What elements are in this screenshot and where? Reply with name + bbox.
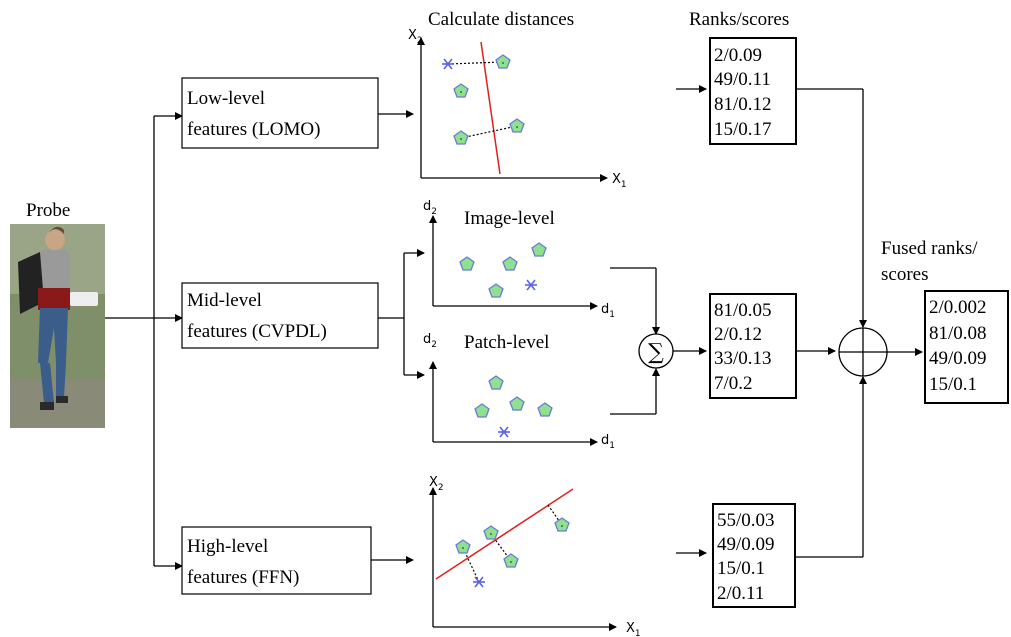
y-axis-label: d2: [423, 199, 437, 217]
rank-entry: 2/0.09: [714, 45, 762, 66]
gallery-sample-icon: [459, 256, 475, 271]
rank-entry: 49/0.11: [714, 69, 771, 90]
gallery-sample-icon: [455, 539, 471, 554]
gallery-sample-icon: [488, 283, 504, 298]
gallery-sample-icon: [537, 402, 553, 417]
y-axis-label: d2: [423, 332, 437, 350]
rank-entry: 15/0.1: [929, 374, 977, 395]
probe-image: [10, 224, 105, 428]
gallery-sample-icon: [488, 375, 504, 390]
gallery-sample-icon: [503, 553, 519, 568]
gallery-sample-icon: [495, 54, 511, 69]
mid-level-features-box: Mid-level features (CVPDL): [181, 282, 379, 349]
low-level-line1: Low-level: [187, 88, 265, 109]
patch-level-plot: d2 d1 Patch-level: [423, 332, 615, 451]
gallery-sample-icon: [453, 130, 469, 145]
calculate-distances-header: Calculate distances: [428, 9, 574, 30]
distance-link: [460, 125, 518, 139]
rank-entry: 49/0.09: [717, 534, 775, 555]
rank-entry: 81/0.08: [929, 323, 987, 344]
high-level-line2: features (FFN): [187, 567, 299, 588]
mid-level-rank-list: 81/0.05 2/0.12 33/0.13 7/0.2: [709, 293, 797, 399]
rank-entry: 7/0.2: [714, 373, 753, 394]
rank-entry: 2/0.12: [714, 324, 762, 345]
y-axis-label: X2: [408, 28, 423, 46]
x-axis-label: X1: [612, 172, 627, 190]
separating-line: [480, 41, 501, 175]
sum-node: ∑: [638, 333, 674, 369]
mid-level-line1: Mid-level: [187, 290, 262, 311]
mid-level-line2: features (CVPDL): [187, 321, 327, 342]
high-level-distance-plot: X2 X1: [429, 475, 641, 637]
gallery-sample-icon: [474, 403, 490, 418]
low-level-rank-list: 2/0.09 49/0.11 81/0.12 15/0.17: [709, 37, 797, 145]
image-level-plot: d2 d1 Image-level: [423, 199, 615, 320]
gallery-sample-icon: [483, 525, 499, 540]
gallery-sample-icon: [502, 256, 518, 271]
probe-star-icon: [525, 279, 537, 291]
low-level-features-box: Low-level features (LOMO): [181, 77, 379, 149]
high-level-features-box: High-level features (FFN): [181, 526, 372, 595]
rank-entry: 55/0.03: [717, 510, 775, 531]
probe-star-icon: [498, 426, 510, 438]
rank-entry: 81/0.05: [714, 300, 772, 321]
rank-entry: 81/0.12: [714, 94, 772, 115]
low-level-distance-plot: X2 X1: [408, 28, 627, 190]
x-axis-label: d1: [601, 302, 615, 320]
y-axis-label: X2: [429, 475, 444, 493]
sum-symbol: ∑: [648, 340, 664, 365]
rank-entry: 33/0.13: [714, 348, 772, 369]
ranks-header: Ranks/scores: [689, 9, 789, 30]
fusion-node: [838, 327, 888, 377]
rank-entry: 2/0.002: [929, 297, 987, 318]
separating-line: [435, 488, 574, 580]
probe-star-icon: [473, 576, 485, 588]
x-axis-label: d1: [601, 433, 615, 451]
probe-label: Probe: [26, 200, 70, 221]
rank-entry: 15/0.17: [714, 119, 772, 140]
gallery-sample-icon: [531, 242, 547, 257]
fused-rank-list: 2/0.002 81/0.08 49/0.09 15/0.1: [924, 290, 1009, 404]
fused-header-line1: Fused ranks/: [881, 238, 978, 259]
high-level-rank-list: 55/0.03 49/0.09 15/0.1 2/0.11: [712, 503, 796, 608]
low-level-line2: features (LOMO): [187, 119, 320, 140]
rank-entry: 49/0.09: [929, 348, 987, 369]
image-level-label: Image-level: [464, 208, 555, 229]
rank-entry: 15/0.1: [717, 558, 765, 579]
patch-level-label: Patch-level: [464, 332, 549, 353]
gallery-sample-icon: [509, 396, 525, 411]
rank-entry: 2/0.11: [717, 583, 764, 604]
distance-link: [447, 61, 504, 65]
high-level-line1: High-level: [187, 536, 268, 557]
probe-star-icon: [442, 58, 454, 70]
fused-header-line2: scores: [881, 264, 928, 285]
gallery-sample-icon: [554, 517, 570, 532]
x-axis-label: X1: [626, 621, 641, 637]
gallery-sample-icon: [453, 83, 469, 98]
gallery-sample-icon: [509, 118, 525, 133]
